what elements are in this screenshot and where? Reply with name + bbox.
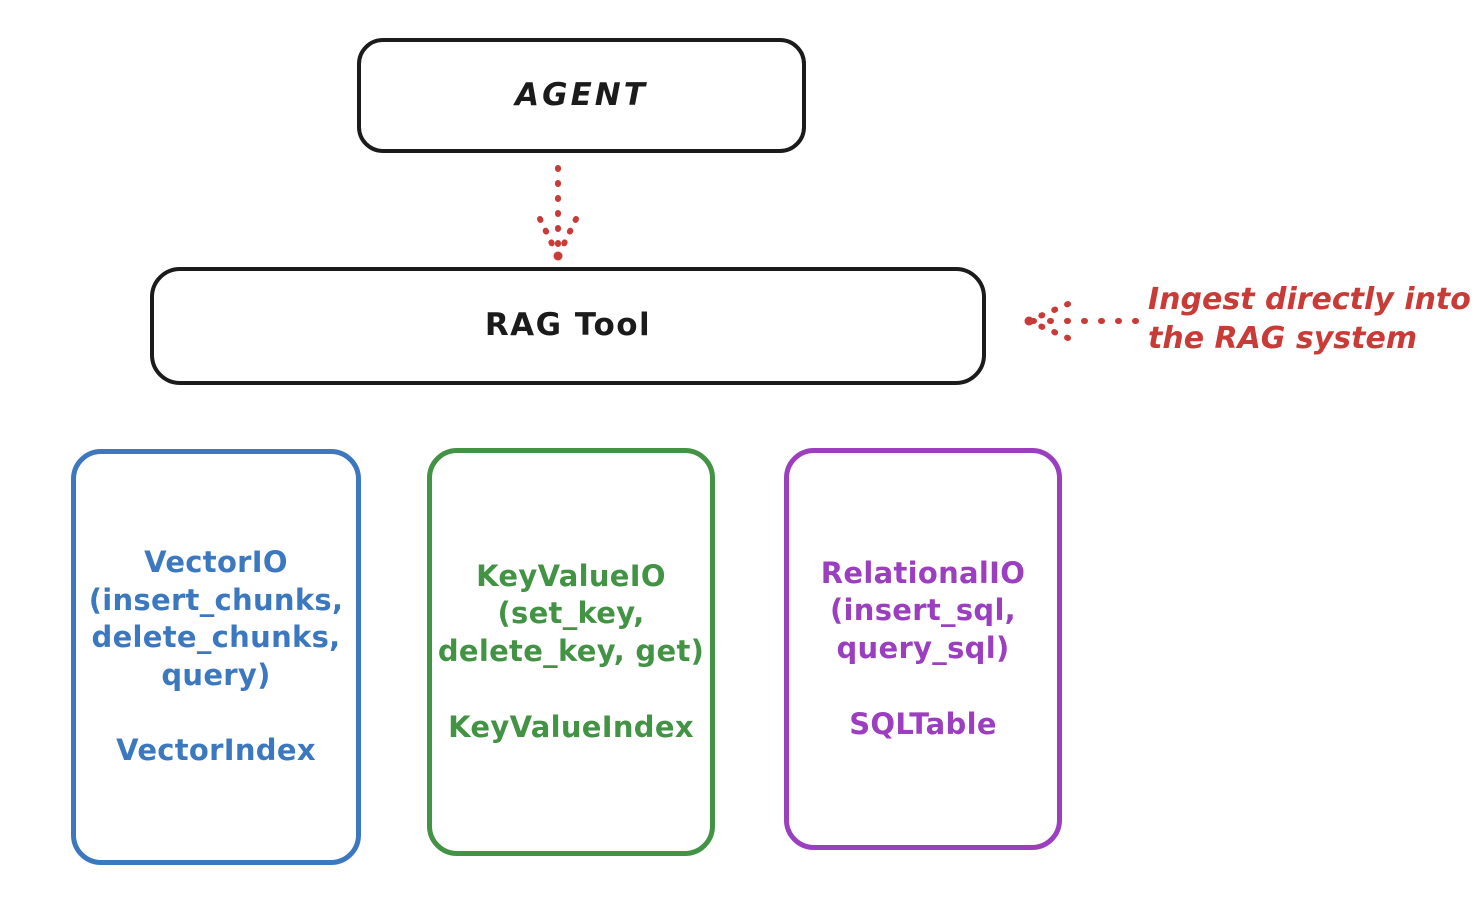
connector-ingest-to-rag-tool: [1024, 301, 1139, 341]
connector-agent-to-rag-tool: [537, 165, 579, 261]
node-key-value-io[interactable]: KeyValueIO (set_key, delete_key, get) Ke…: [427, 448, 715, 856]
node-vector-io[interactable]: VectorIO (insert_chunks, delete_chunks, …: [71, 449, 361, 865]
node-rag-tool-label: RAG Tool: [484, 307, 652, 344]
node-relational-io-label: RelationalIO (insert_sql, query_sql) SQL…: [820, 555, 1026, 741]
node-vector-io-label: VectorIO (insert_chunks, delete_chunks, …: [88, 544, 344, 768]
node-agent-label: AGENT: [515, 76, 648, 113]
node-key-value-io-label: KeyValueIO (set_key, delete_key, get) Ke…: [437, 558, 705, 744]
node-rag-tool[interactable]: RAG Tool: [150, 267, 986, 385]
node-agent[interactable]: AGENT: [357, 38, 806, 153]
node-relational-io[interactable]: RelationalIO (insert_sql, query_sql) SQL…: [784, 448, 1062, 850]
annotation-ingest-directly: Ingest directly into the RAG system: [1148, 282, 1471, 356]
